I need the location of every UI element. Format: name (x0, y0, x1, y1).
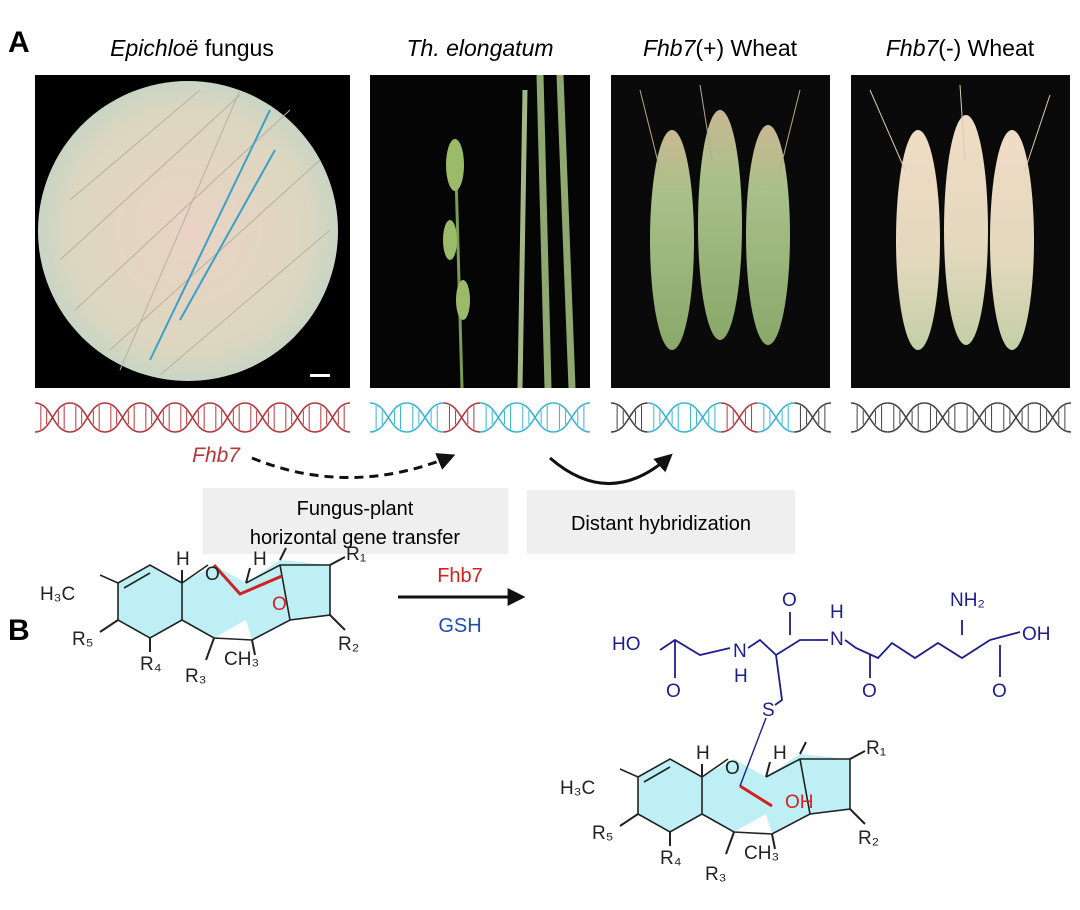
gene-label-fhb7: Fhb7 (192, 444, 241, 467)
dna-segment (279, 402, 316, 433)
svg-text:H: H (773, 743, 787, 764)
dna-segment (479, 402, 517, 433)
svg-text:O: O (992, 681, 1007, 702)
svg-text:H₃C: H₃C (40, 584, 75, 605)
photo-fungus-micrograph (35, 75, 350, 388)
column-title-elongatum: Th. elongatum (406, 35, 553, 61)
svg-text:R₃: R₃ (705, 864, 726, 885)
dna-segment (69, 402, 106, 433)
svg-text:CH₃: CH₃ (224, 649, 259, 670)
svg-text:R₅: R₅ (592, 823, 613, 844)
hybridization-box (527, 490, 795, 554)
dna-segment (314, 402, 351, 433)
hybridization-arrow (549, 453, 673, 485)
svg-text:R₂: R₂ (858, 828, 879, 849)
dna-segment (369, 402, 407, 433)
enzyme-label: Fhb7 (437, 565, 483, 587)
glutathione-structure: HO O N H O H N O NH₂ OH O S (612, 590, 1051, 787)
dna-segment (794, 402, 832, 433)
dna-segment (684, 402, 722, 433)
dna-segment (443, 402, 481, 433)
dna-segment (647, 402, 685, 433)
svg-text:R₁: R₁ (866, 738, 886, 759)
panel-a-label: A (8, 26, 30, 59)
cofactor-label: GSH (438, 615, 481, 637)
svg-text:R₄: R₄ (660, 848, 682, 869)
photo-fhb7-plus-wheat (611, 75, 830, 388)
svg-text:O: O (666, 681, 681, 702)
dna-segment (34, 402, 71, 433)
hybridization-box-label: Distant hybridization (571, 513, 751, 535)
product-structure: H₃C H O H R₁ OH R₅ R₄ R₃ CH₃ R₂ (560, 738, 886, 885)
dna-segment (924, 402, 962, 433)
svg-text:CH₃: CH₃ (744, 843, 779, 864)
dna-strand-2 (369, 402, 591, 433)
dna-strands (34, 402, 1072, 433)
dna-segment (139, 402, 176, 433)
svg-text:R₅: R₅ (72, 629, 93, 650)
dna-segment (244, 402, 281, 433)
dna-strand-3 (610, 402, 832, 433)
svg-text:H: H (176, 549, 190, 570)
dna-segment (553, 402, 591, 433)
dna-segment (1034, 402, 1072, 433)
column-title-fhb7-plus: Fhb7(+) Wheat (643, 35, 798, 61)
dna-strand-1 (34, 402, 351, 433)
svg-text:H: H (696, 743, 710, 764)
dna-segment (997, 402, 1035, 433)
svg-text:N: N (733, 641, 747, 662)
dna-segment (610, 402, 648, 433)
dna-segment (720, 402, 758, 433)
svg-text:N: N (830, 629, 844, 650)
dna-segment (960, 402, 998, 433)
dna-segment (850, 402, 888, 433)
svg-text:NH₂: NH₂ (950, 590, 985, 611)
svg-text:R₃: R₃ (185, 666, 206, 687)
svg-text:H: H (734, 666, 748, 687)
dna-strand-4 (850, 402, 1072, 433)
svg-text:O: O (782, 590, 797, 611)
product-oh: OH (785, 792, 814, 813)
column-title-fungus: Epichloë fungus (110, 35, 274, 61)
svg-text:O: O (205, 564, 220, 585)
photo-fhb7-minus-wheat (851, 75, 1070, 388)
dna-segment (887, 402, 925, 433)
svg-text:R₁: R₁ (346, 544, 366, 565)
dna-segment (174, 402, 211, 433)
hgt-box-line2: horizontal gene transfer (250, 527, 460, 549)
panel-b-label: B (8, 614, 30, 647)
svg-text:H₃C: H₃C (560, 778, 595, 799)
photo-th-elongatum (370, 74, 590, 389)
dna-segment (104, 402, 141, 433)
dna-segment (209, 402, 246, 433)
svg-text:H: H (830, 602, 844, 623)
svg-text:HO: HO (612, 634, 641, 655)
svg-text:R₄: R₄ (140, 654, 162, 675)
svg-text:O: O (862, 681, 877, 702)
substrate-structure: H₃C H O H R₁ O R₅ R₄ R₃ CH₃ R₂ (40, 544, 366, 687)
svg-text:R₂: R₂ (338, 634, 359, 655)
dna-segment (406, 402, 444, 433)
svg-text:S: S (762, 700, 775, 721)
svg-text:OH: OH (1022, 624, 1051, 645)
svg-text:O: O (272, 594, 287, 615)
svg-text:O: O (725, 758, 740, 779)
dna-segment (516, 402, 554, 433)
hgt-box-line1: Fungus-plant (297, 498, 414, 520)
column-title-fhb7-minus: Fhb7(-) Wheat (886, 35, 1035, 61)
hgt-box (203, 488, 508, 554)
dna-segment (757, 402, 795, 433)
hgt-arrow-dashed (251, 453, 456, 479)
svg-text:H: H (253, 549, 267, 570)
